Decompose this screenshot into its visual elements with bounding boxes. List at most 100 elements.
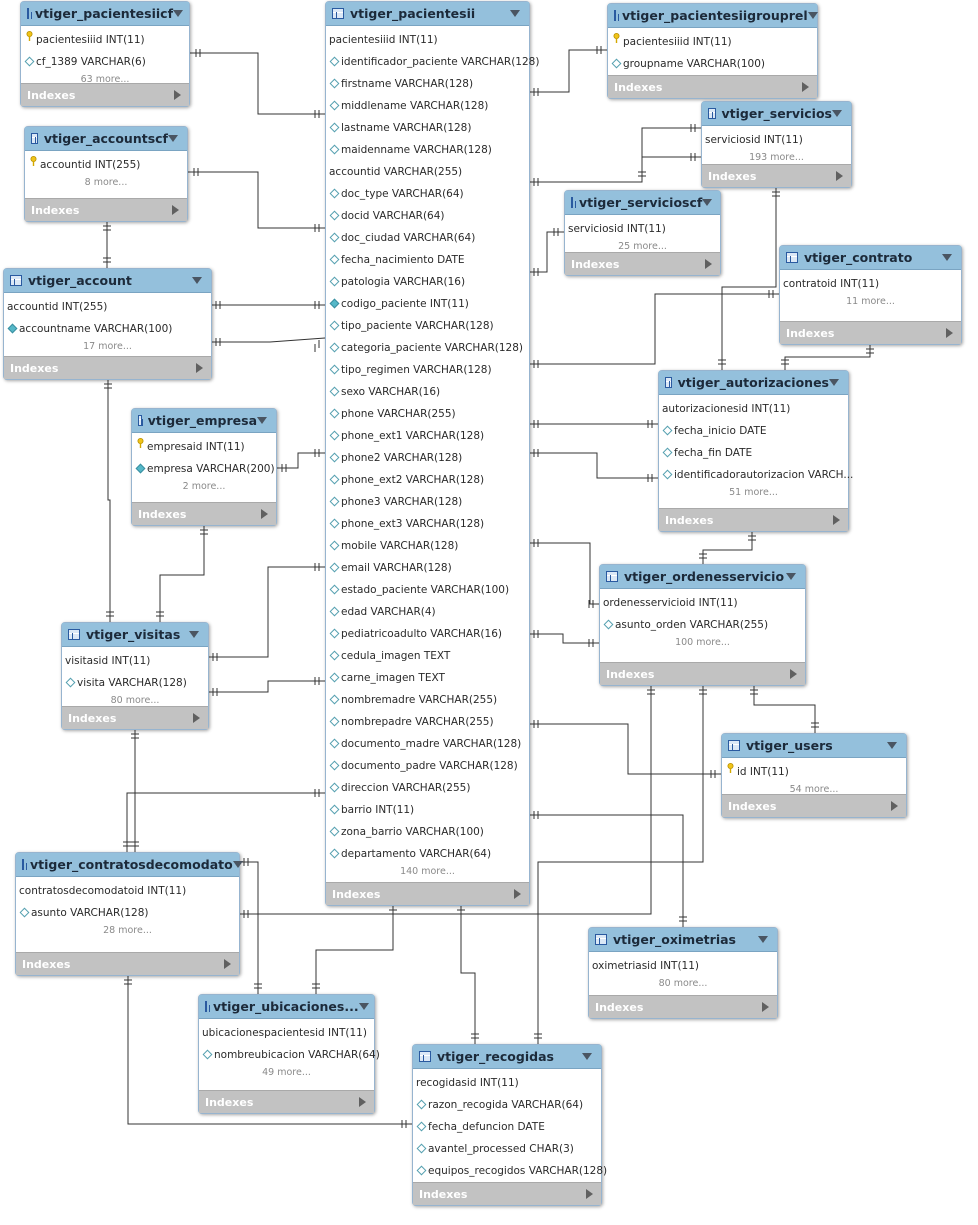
table-header[interactable]: vtiger_accountscf [25, 127, 187, 151]
relationship-line[interactable] [528, 723, 721, 775]
more-columns-label[interactable]: 100 more... [675, 637, 730, 648]
relationship-line[interactable] [721, 186, 777, 370]
column-row[interactable]: contratosdecomodatoid INT(11) [16, 880, 239, 902]
column-row[interactable]: phone_ext1 VARCHAR(128) [326, 425, 529, 447]
column-row[interactable]: identificadorautorizacion VARCH... [659, 464, 853, 486]
column-row[interactable]: nombreubicacion VARCHAR(64) [199, 1044, 380, 1066]
expand-arrow-icon[interactable] [224, 959, 231, 969]
column-row[interactable]: docid VARCHAR(64) [326, 205, 529, 227]
more-columns-label[interactable]: 80 more... [110, 695, 160, 706]
column-row[interactable]: fecha_inicio DATE [659, 420, 848, 442]
column-row[interactable]: codigo_paciente INT(11) [326, 293, 529, 315]
column-row[interactable]: visitasid INT(11) [62, 650, 208, 672]
column-row[interactable]: visita VARCHAR(128) [62, 672, 208, 694]
column-row[interactable]: ordenesservicioid INT(11) [600, 592, 805, 614]
expand-arrow-icon[interactable] [762, 1002, 769, 1012]
more-columns-label[interactable]: 28 more... [103, 925, 152, 936]
relationship-line[interactable] [126, 792, 325, 852]
table-header[interactable]: vtiger_ubicaciones... [199, 995, 374, 1019]
more-columns-label[interactable]: 25 more... [618, 241, 667, 252]
column-row[interactable]: middlename VARCHAR(128) [326, 95, 529, 117]
column-row[interactable]: lastname VARCHAR(128) [326, 117, 529, 139]
indexes-section[interactable]: Indexes [132, 502, 276, 525]
relationship-line[interactable] [210, 337, 326, 343]
column-row[interactable]: identificador_paciente VARCHAR(128) [326, 51, 539, 73]
table-visitas[interactable]: vtiger_visitas visitasid INT(11)visita VA… [61, 622, 209, 730]
indexes-section[interactable]: Indexes [600, 662, 805, 685]
table-header[interactable]: vtiger_oximetrias [589, 928, 777, 952]
indexes-section[interactable]: Indexes [413, 1182, 601, 1205]
more-columns-label[interactable]: 8 more... [84, 177, 128, 188]
column-row[interactable]: departamento VARCHAR(64) [326, 843, 529, 865]
collapse-toggle-icon[interactable] [832, 110, 842, 117]
column-row[interactable]: barrio INT(11) [326, 799, 529, 821]
table-header[interactable]: vtiger_pacientesiicf [21, 2, 189, 26]
relationship-line[interactable] [207, 566, 325, 658]
relationship-line[interactable] [315, 904, 394, 994]
relationship-line[interactable] [276, 452, 325, 469]
column-row[interactable]: doc_ciudad VARCHAR(64) [326, 227, 529, 249]
relationship-line[interactable] [107, 378, 111, 622]
column-row[interactable]: pediatricoadulto VARCHAR(16) [326, 623, 529, 645]
column-row[interactable]: accountname VARCHAR(100) [4, 318, 211, 340]
column-row[interactable]: pacientesiiid INT(11) [21, 29, 189, 51]
expand-arrow-icon[interactable] [891, 801, 898, 811]
column-row[interactable]: accountid INT(255) [4, 296, 211, 318]
relationship-line[interactable] [528, 231, 564, 273]
indexes-section[interactable]: Indexes [16, 952, 239, 975]
collapse-toggle-icon[interactable] [758, 936, 768, 943]
more-columns-label[interactable]: 51 more... [729, 487, 778, 498]
collapse-toggle-icon[interactable] [702, 199, 713, 206]
column-row[interactable]: phone2 VARCHAR(128) [326, 447, 529, 469]
expand-arrow-icon[interactable] [359, 1097, 366, 1107]
more-columns-label[interactable]: 54 more... [789, 784, 839, 795]
expand-arrow-icon[interactable] [514, 889, 521, 899]
column-row[interactable]: tipo_regimen VARCHAR(128) [326, 359, 529, 381]
table-header[interactable]: vtiger_visitas [62, 623, 208, 647]
column-row[interactable]: fecha_fin DATE [659, 442, 848, 464]
column-row[interactable]: empresaid INT(11) [132, 436, 276, 458]
collapse-toggle-icon[interactable] [168, 135, 178, 142]
column-row[interactable]: autorizacionesid INT(11) [659, 398, 848, 420]
indexes-section[interactable]: Indexes [326, 882, 529, 905]
table-header[interactable]: vtiger_contrato [780, 246, 961, 270]
more-columns-label[interactable]: 11 more... [846, 296, 895, 307]
table-header[interactable]: vtiger_pacientesiigrouprel [608, 4, 818, 28]
column-row[interactable]: pacientesiiid INT(11) [326, 29, 529, 51]
collapse-toggle-icon[interactable] [807, 12, 818, 19]
column-row[interactable]: contratoid INT(11) [780, 273, 961, 295]
column-row[interactable]: documento_madre VARCHAR(128) [326, 733, 529, 755]
relationship-line[interactable] [528, 452, 658, 479]
relationship-line[interactable] [641, 156, 701, 182]
expand-arrow-icon[interactable] [193, 713, 200, 723]
collapse-toggle-icon[interactable] [358, 1003, 369, 1010]
column-row[interactable]: maidenname VARCHAR(128) [326, 139, 529, 161]
column-row[interactable]: phone_ext2 VARCHAR(128) [326, 469, 529, 491]
table-header[interactable]: vtiger_pacientesii [326, 2, 529, 26]
table-header[interactable]: vtiger_autorizaciones [659, 371, 848, 395]
expand-arrow-icon[interactable] [196, 363, 203, 373]
relationship-line[interactable] [528, 633, 599, 644]
relationship-line[interactable] [784, 343, 871, 370]
column-row[interactable]: categoria_paciente VARCHAR(128) [326, 337, 529, 359]
expand-arrow-icon[interactable] [586, 1189, 593, 1199]
expand-arrow-icon[interactable] [172, 205, 179, 215]
relationship-line[interactable] [190, 52, 325, 115]
table-header[interactable]: vtiger_contratosdecomodato [16, 853, 243, 877]
column-row[interactable]: fecha_defuncion DATE [413, 1116, 601, 1138]
column-row[interactable]: phone_ext3 VARCHAR(128) [326, 513, 529, 535]
column-row[interactable]: phone3 VARCHAR(128) [326, 491, 529, 513]
indexes-section[interactable]: Indexes [4, 356, 211, 379]
expand-arrow-icon[interactable] [836, 171, 843, 181]
relationship-line[interactable] [238, 861, 259, 994]
column-row[interactable]: direccion VARCHAR(255) [326, 777, 529, 799]
table-header[interactable]: vtiger_users [722, 734, 906, 758]
relationship-line[interactable] [702, 530, 753, 564]
indexes-section[interactable]: Indexes [659, 508, 848, 531]
relationship-line[interactable] [528, 49, 607, 93]
